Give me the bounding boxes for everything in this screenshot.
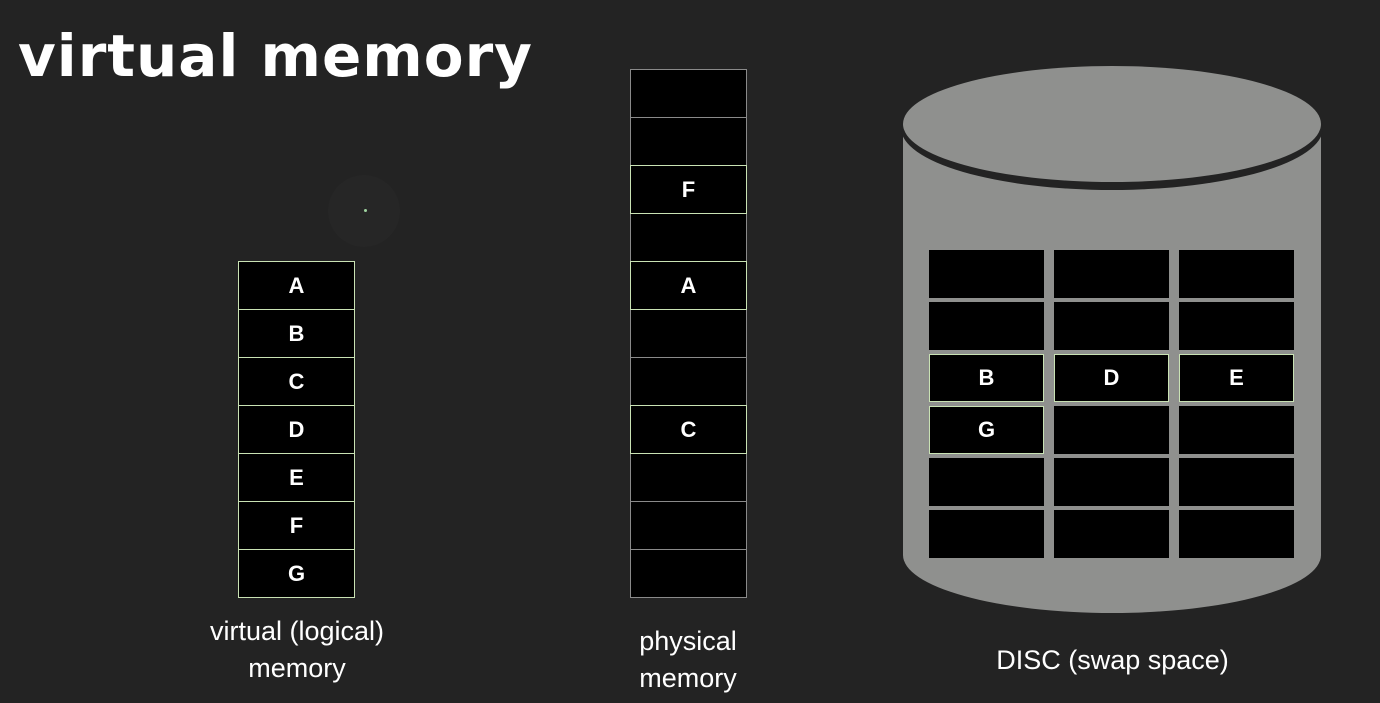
physical-memory-cell-empty-5 — [630, 309, 747, 358]
physical-memory-cell-a: A — [630, 261, 747, 310]
virtual-memory-caption-line2: memory — [248, 653, 346, 683]
disc-cell-empty-3-2 — [1179, 406, 1294, 454]
disc-cell-empty-1-2 — [1179, 302, 1294, 350]
slide-title: virtual memory — [18, 22, 533, 90]
disc-cell-empty-0-1 — [1054, 250, 1169, 298]
disc-cell-d: D — [1054, 354, 1169, 402]
virtual-memory-cell-g: G — [238, 549, 355, 598]
disc-cell-empty-5-2 — [1179, 510, 1294, 558]
physical-memory-caption: physical memory — [588, 623, 788, 697]
disc-caption: DISC (swap space) — [996, 645, 1229, 675]
physical-memory-cell-c: C — [630, 405, 747, 454]
physical-memory-cell-empty-10 — [630, 549, 747, 598]
disc-cell-g: G — [929, 406, 1044, 454]
disc-cell-empty-1-0 — [929, 302, 1044, 350]
disc-cell-empty-5-0 — [929, 510, 1044, 558]
disc-cell-empty-4-2 — [1179, 458, 1294, 506]
disc-cell-empty-3-1 — [1054, 406, 1169, 454]
disc-cell-empty-1-1 — [1054, 302, 1169, 350]
disc-cell-e: E — [1179, 354, 1294, 402]
disc-cell-empty-0-2 — [1179, 250, 1294, 298]
virtual-memory-cell-d: D — [238, 405, 355, 454]
physical-memory-cell-empty-8 — [630, 453, 747, 502]
pointer-dot — [364, 209, 367, 212]
physical-memory-caption-line2: memory — [639, 663, 737, 693]
physical-memory-cell-empty-0 — [630, 69, 747, 118]
physical-memory-cell-empty-6 — [630, 357, 747, 406]
disc-cell-empty-4-0 — [929, 458, 1044, 506]
disc-cell-empty-0-0 — [929, 250, 1044, 298]
physical-memory-cell-f: F — [630, 165, 747, 214]
disc-cell-empty-5-1 — [1054, 510, 1169, 558]
disc-cell-empty-4-1 — [1054, 458, 1169, 506]
disc-cell-b: B — [929, 354, 1044, 402]
virtual-memory-caption-line1: virtual (logical) — [209, 616, 385, 646]
virtual-memory-caption: virtual (logical) memory — [178, 613, 416, 687]
physical-memory-caption-line1: physical — [639, 626, 737, 656]
virtual-memory-cell-e: E — [238, 453, 355, 502]
virtual-memory-cell-c: C — [238, 357, 355, 406]
physical-memory-cell-empty-1 — [630, 117, 747, 166]
virtual-memory-cell-b: B — [238, 309, 355, 358]
disc-top — [903, 66, 1321, 182]
virtual-memory-cell-a: A — [238, 261, 355, 310]
virtual-memory-cell-f: F — [238, 501, 355, 550]
